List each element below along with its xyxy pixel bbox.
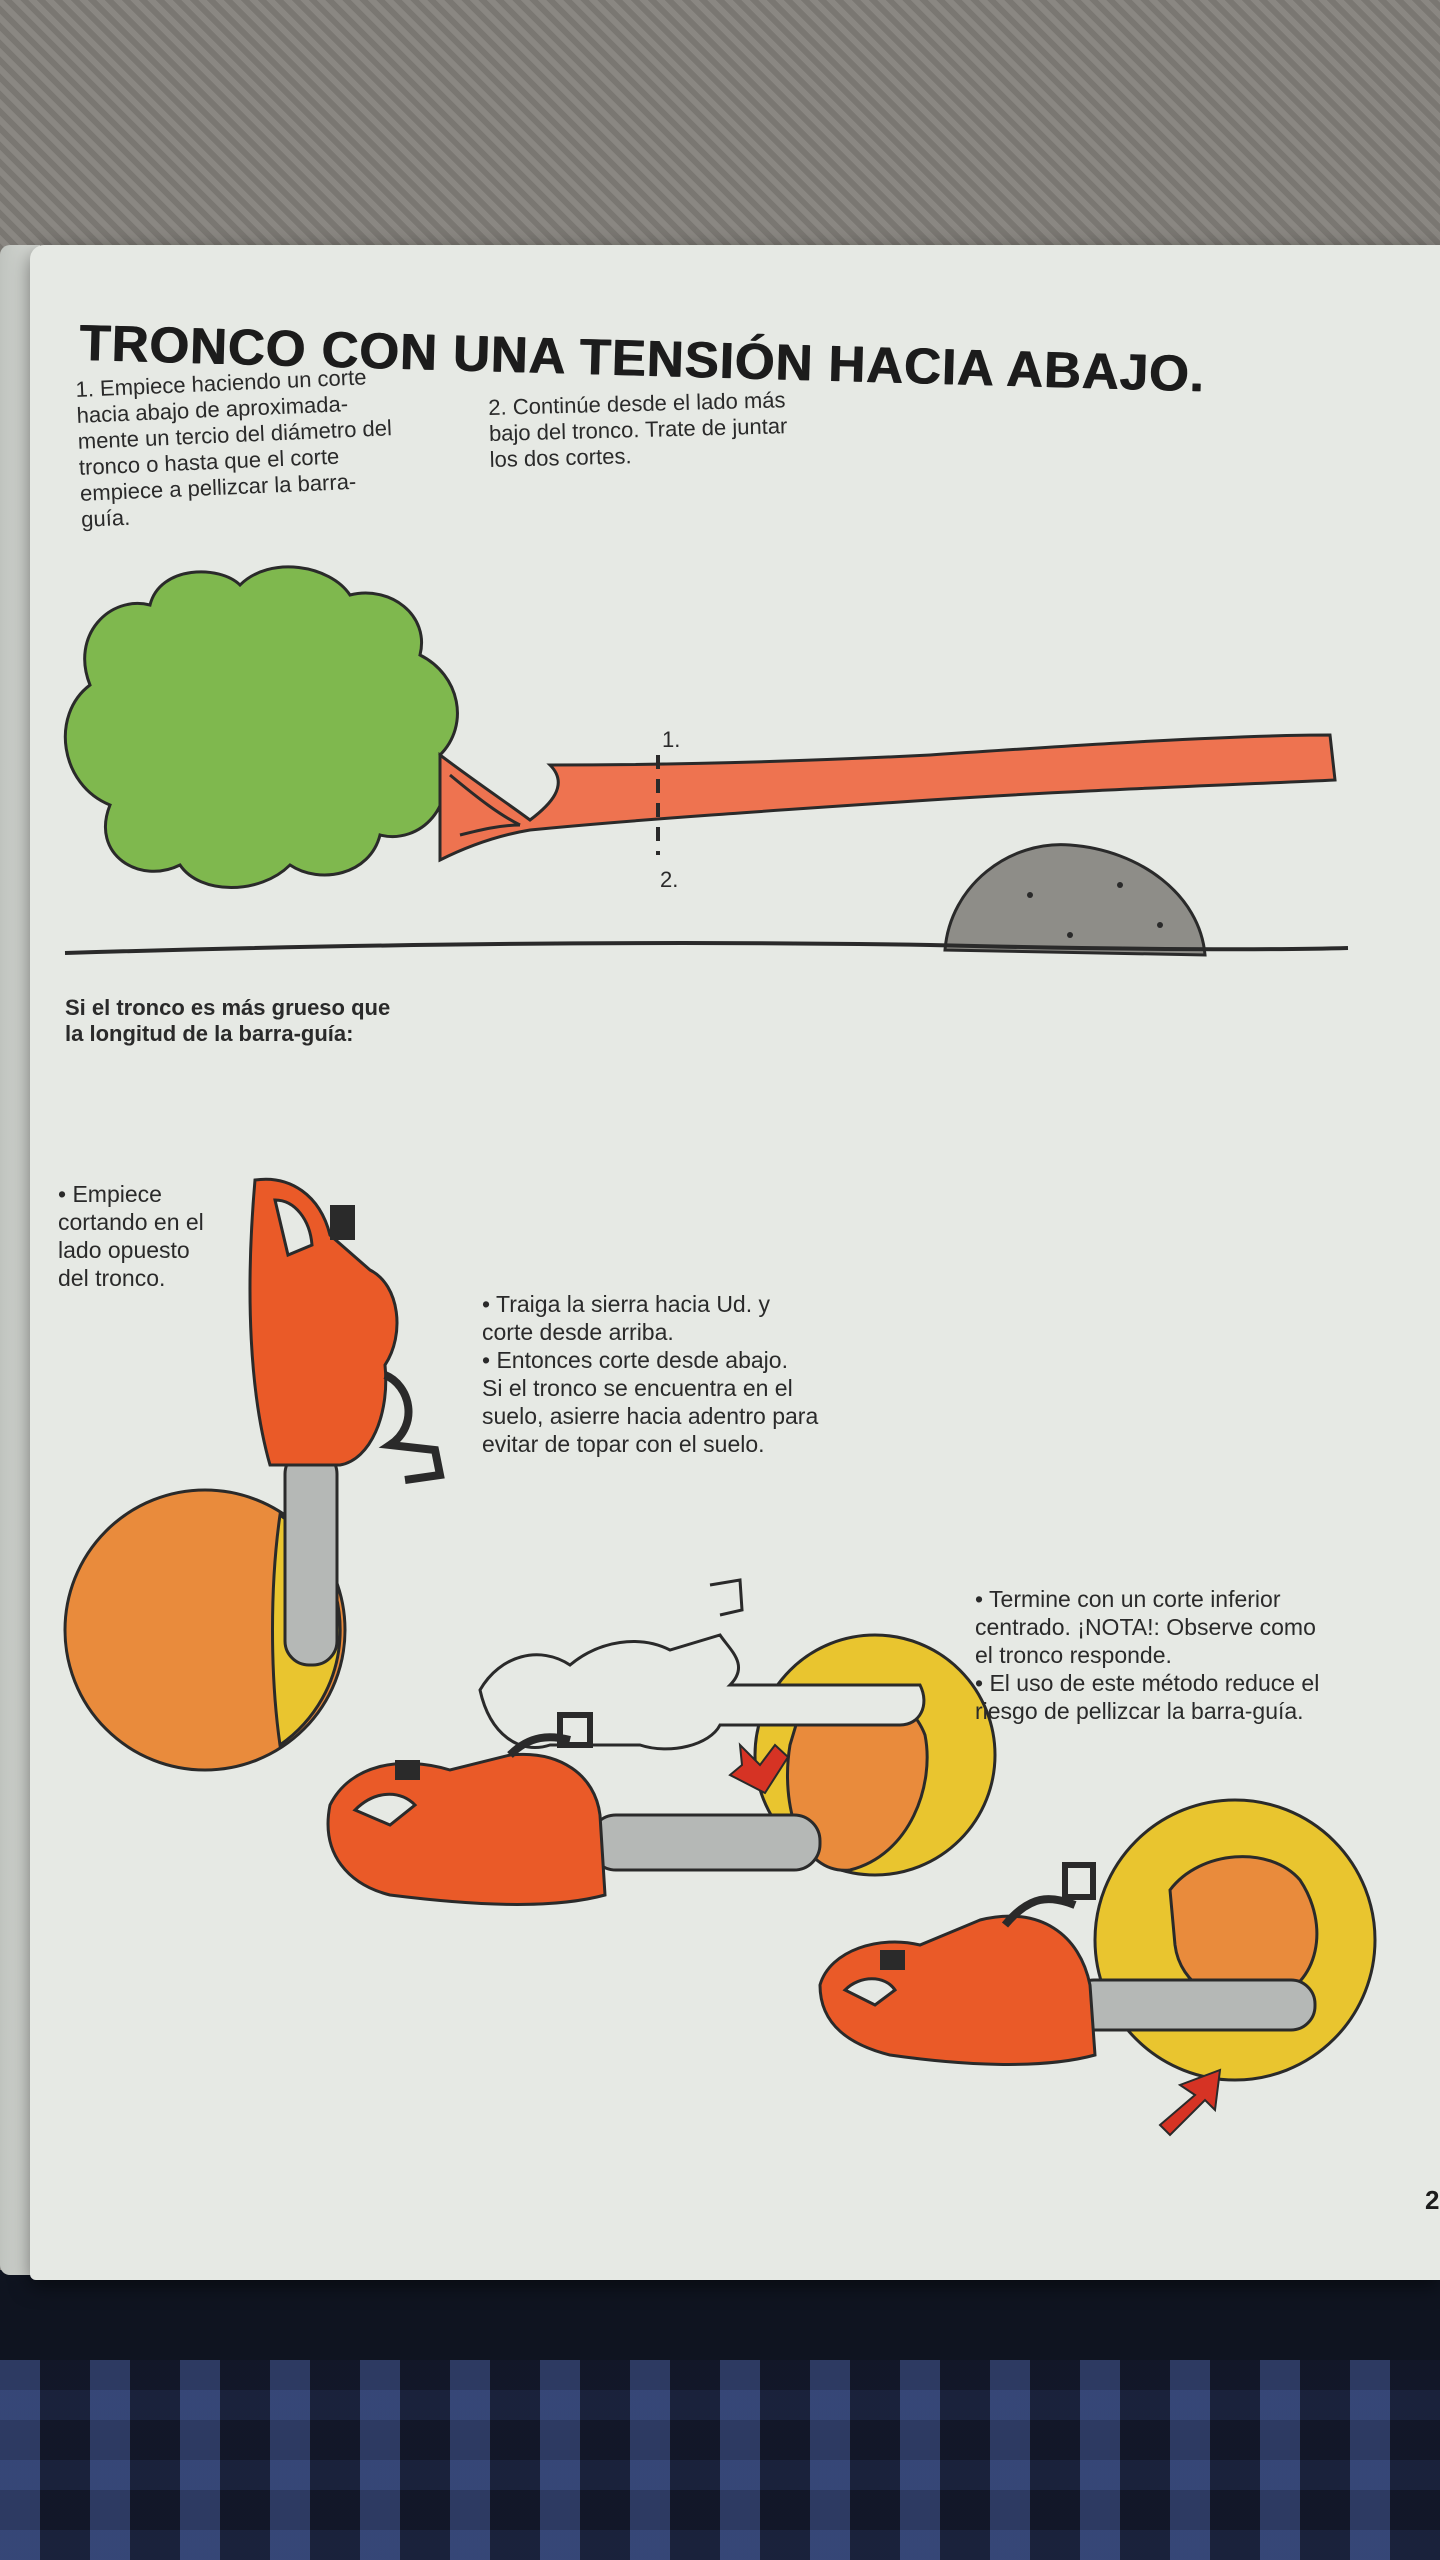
background-surface [0,0,1440,260]
page-number: 2 [1425,2185,1440,2215]
instruction-bullet-3: • Termine con un corte inferior centrado… [975,1586,1320,1724]
plaid-fabric [0,2360,1440,2560]
log-icon-3 [1093,1798,1377,2082]
chainsaw-icon-3 [818,1862,1317,2066]
cut-label-1: 1. [662,727,680,752]
rock-icon [943,843,1207,957]
chainsaw-icon-2 [326,1712,822,1906]
arrow-icon-2 [1158,2068,1222,2137]
cut-label-2: 2. [660,867,678,892]
chainsaw-icon-1 [248,1177,445,1667]
section-subtitle: Si el tronco es más grueso que la longit… [65,995,391,1046]
illustrations: 1. 2. [63,565,1377,2137]
manual-page: TRONCO CON UNA TENSIÓN HACIA ABAJO. 1. E… [30,245,1440,2280]
instruction-bullet-1: • Empiece cortando en el lado opuesto de… [58,1181,204,1291]
instruction-bullet-2: • Traiga la sierra hacia Ud. y corte des… [482,1291,819,1457]
trunk-icon [438,733,1337,863]
ground-line [64,941,1349,955]
tree-icon [63,565,459,889]
arrow-icon-1 [728,1742,790,1795]
